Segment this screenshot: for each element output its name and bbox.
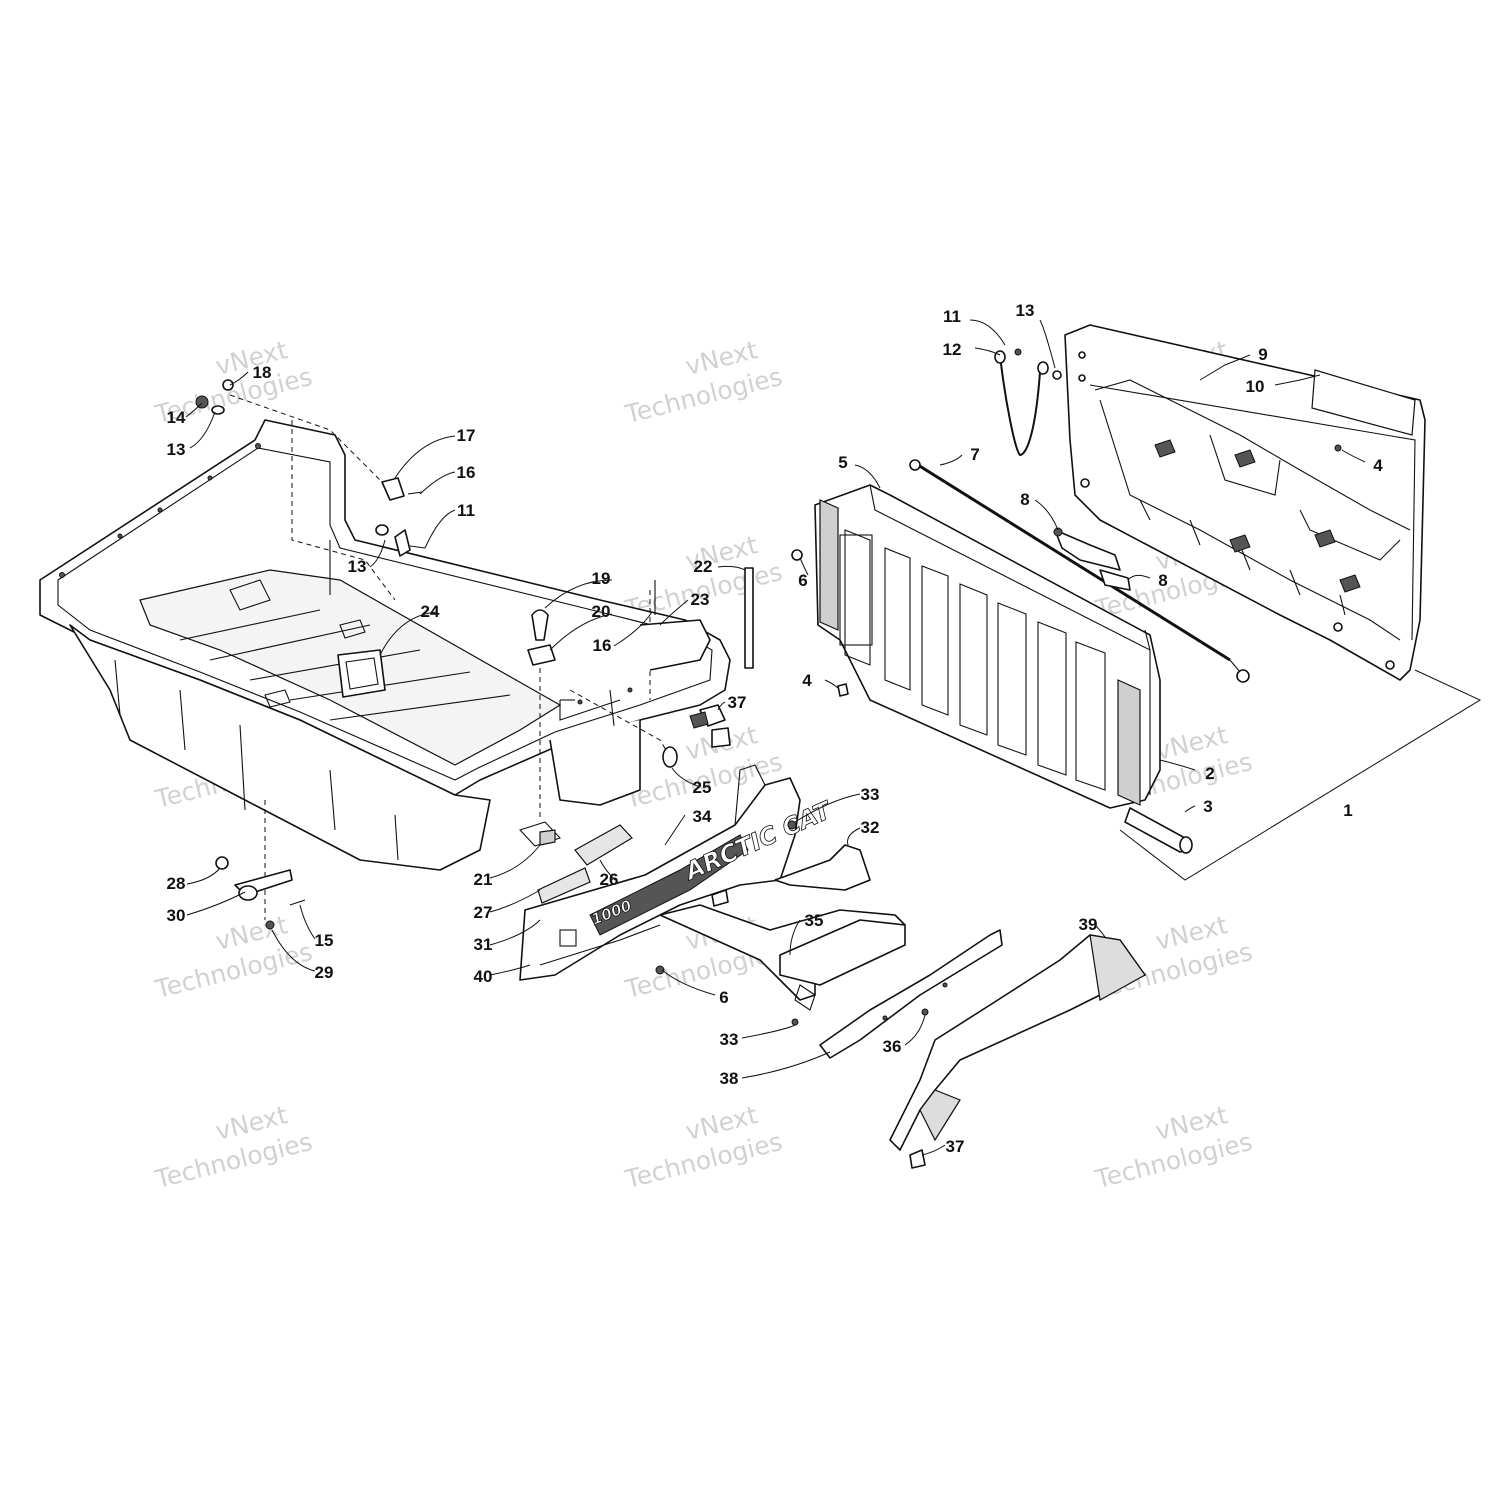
part-24-bracket [337, 649, 386, 698]
callout-label: 36 [883, 1037, 902, 1056]
part-32-strip [774, 844, 871, 891]
callout-label: 9 [1258, 345, 1267, 364]
callout-label: 10 [1246, 377, 1265, 396]
callouts: 11 13 12 9 10 4 7 5 8 6 8 4 2 3 1 18 14 … [167, 301, 1384, 1156]
callout-label: 4 [1373, 456, 1383, 475]
callout-label: 37 [728, 693, 747, 712]
leader-lines [185, 319, 1366, 1156]
callout-label: 30 [167, 906, 186, 925]
callout-label: 13 [348, 557, 367, 576]
callout-label: 17 [457, 426, 476, 445]
watermark: vNext Technologies [1091, 1100, 1255, 1194]
callout-label: 28 [167, 874, 186, 893]
callout-label: 26 [600, 870, 619, 889]
callout-label: 29 [315, 963, 334, 982]
callout-label: 14 [167, 408, 186, 427]
screw-4 [1334, 444, 1342, 452]
callout-label: 24 [421, 602, 440, 621]
screw-4 [837, 683, 849, 697]
watermark: vNext Technologies [621, 335, 785, 429]
assembly-bracket-1 [1119, 669, 1482, 881]
callout-label: 12 [943, 340, 962, 359]
callout-label: 2 [1205, 764, 1214, 783]
callout-label: 16 [593, 636, 612, 655]
callout-label: 23 [691, 590, 710, 609]
callout-label: 37 [946, 1137, 965, 1156]
callout-label: 13 [167, 440, 186, 459]
latch-parts [1053, 527, 1131, 591]
decal-10 [1311, 369, 1416, 436]
callout-label: 1 [1343, 801, 1352, 820]
callout-label: 38 [720, 1069, 739, 1088]
callout-label: 8 [1158, 571, 1167, 590]
callout-label: 7 [970, 445, 979, 464]
callout-label: 6 [798, 571, 807, 590]
callout-label: 6 [719, 988, 728, 1007]
callout-label: 4 [802, 671, 812, 690]
callout-label: 34 [693, 807, 712, 826]
callout-label: 13 [1016, 301, 1035, 320]
tailgate-inner [814, 484, 1161, 809]
callout-label: 16 [457, 463, 476, 482]
callout-label: 3 [1203, 797, 1212, 816]
callout-label: 15 [315, 931, 334, 950]
callout-label: 32 [861, 818, 880, 837]
callout-label: 21 [474, 870, 493, 889]
hardware-center [527, 567, 754, 701]
callout-label: 35 [805, 911, 824, 930]
callout-label: 39 [1079, 915, 1098, 934]
watermark: vNext Technologies [621, 1100, 785, 1194]
fastener-group-top-left [195, 379, 426, 557]
rod-7 [909, 459, 1250, 683]
clip-parts [662, 704, 731, 768]
callout-label: 33 [861, 785, 880, 804]
callout-label: 33 [720, 1030, 739, 1049]
callout-label: 31 [474, 935, 493, 954]
washer-6 [791, 549, 803, 561]
callout-label: 22 [694, 557, 713, 576]
assembly-line [291, 420, 396, 601]
callout-label: 5 [838, 453, 847, 472]
rod-3 [1124, 807, 1193, 854]
cable-12 [994, 348, 1062, 457]
callout-label: 8 [1020, 490, 1029, 509]
callout-label: 18 [253, 363, 272, 382]
foam-blocks [519, 821, 633, 904]
lower-brackets [655, 820, 1146, 1169]
callout-label: 40 [474, 967, 493, 986]
watermark: vNext Technologies [151, 1100, 315, 1194]
callout-label: 20 [592, 602, 611, 621]
callout-label: 19 [592, 569, 611, 588]
callout-label: 11 [457, 501, 475, 520]
callout-label: 27 [474, 903, 493, 922]
callout-label: 25 [693, 778, 712, 797]
hinge-hardware [215, 856, 306, 930]
callout-label: 11 [943, 307, 961, 326]
